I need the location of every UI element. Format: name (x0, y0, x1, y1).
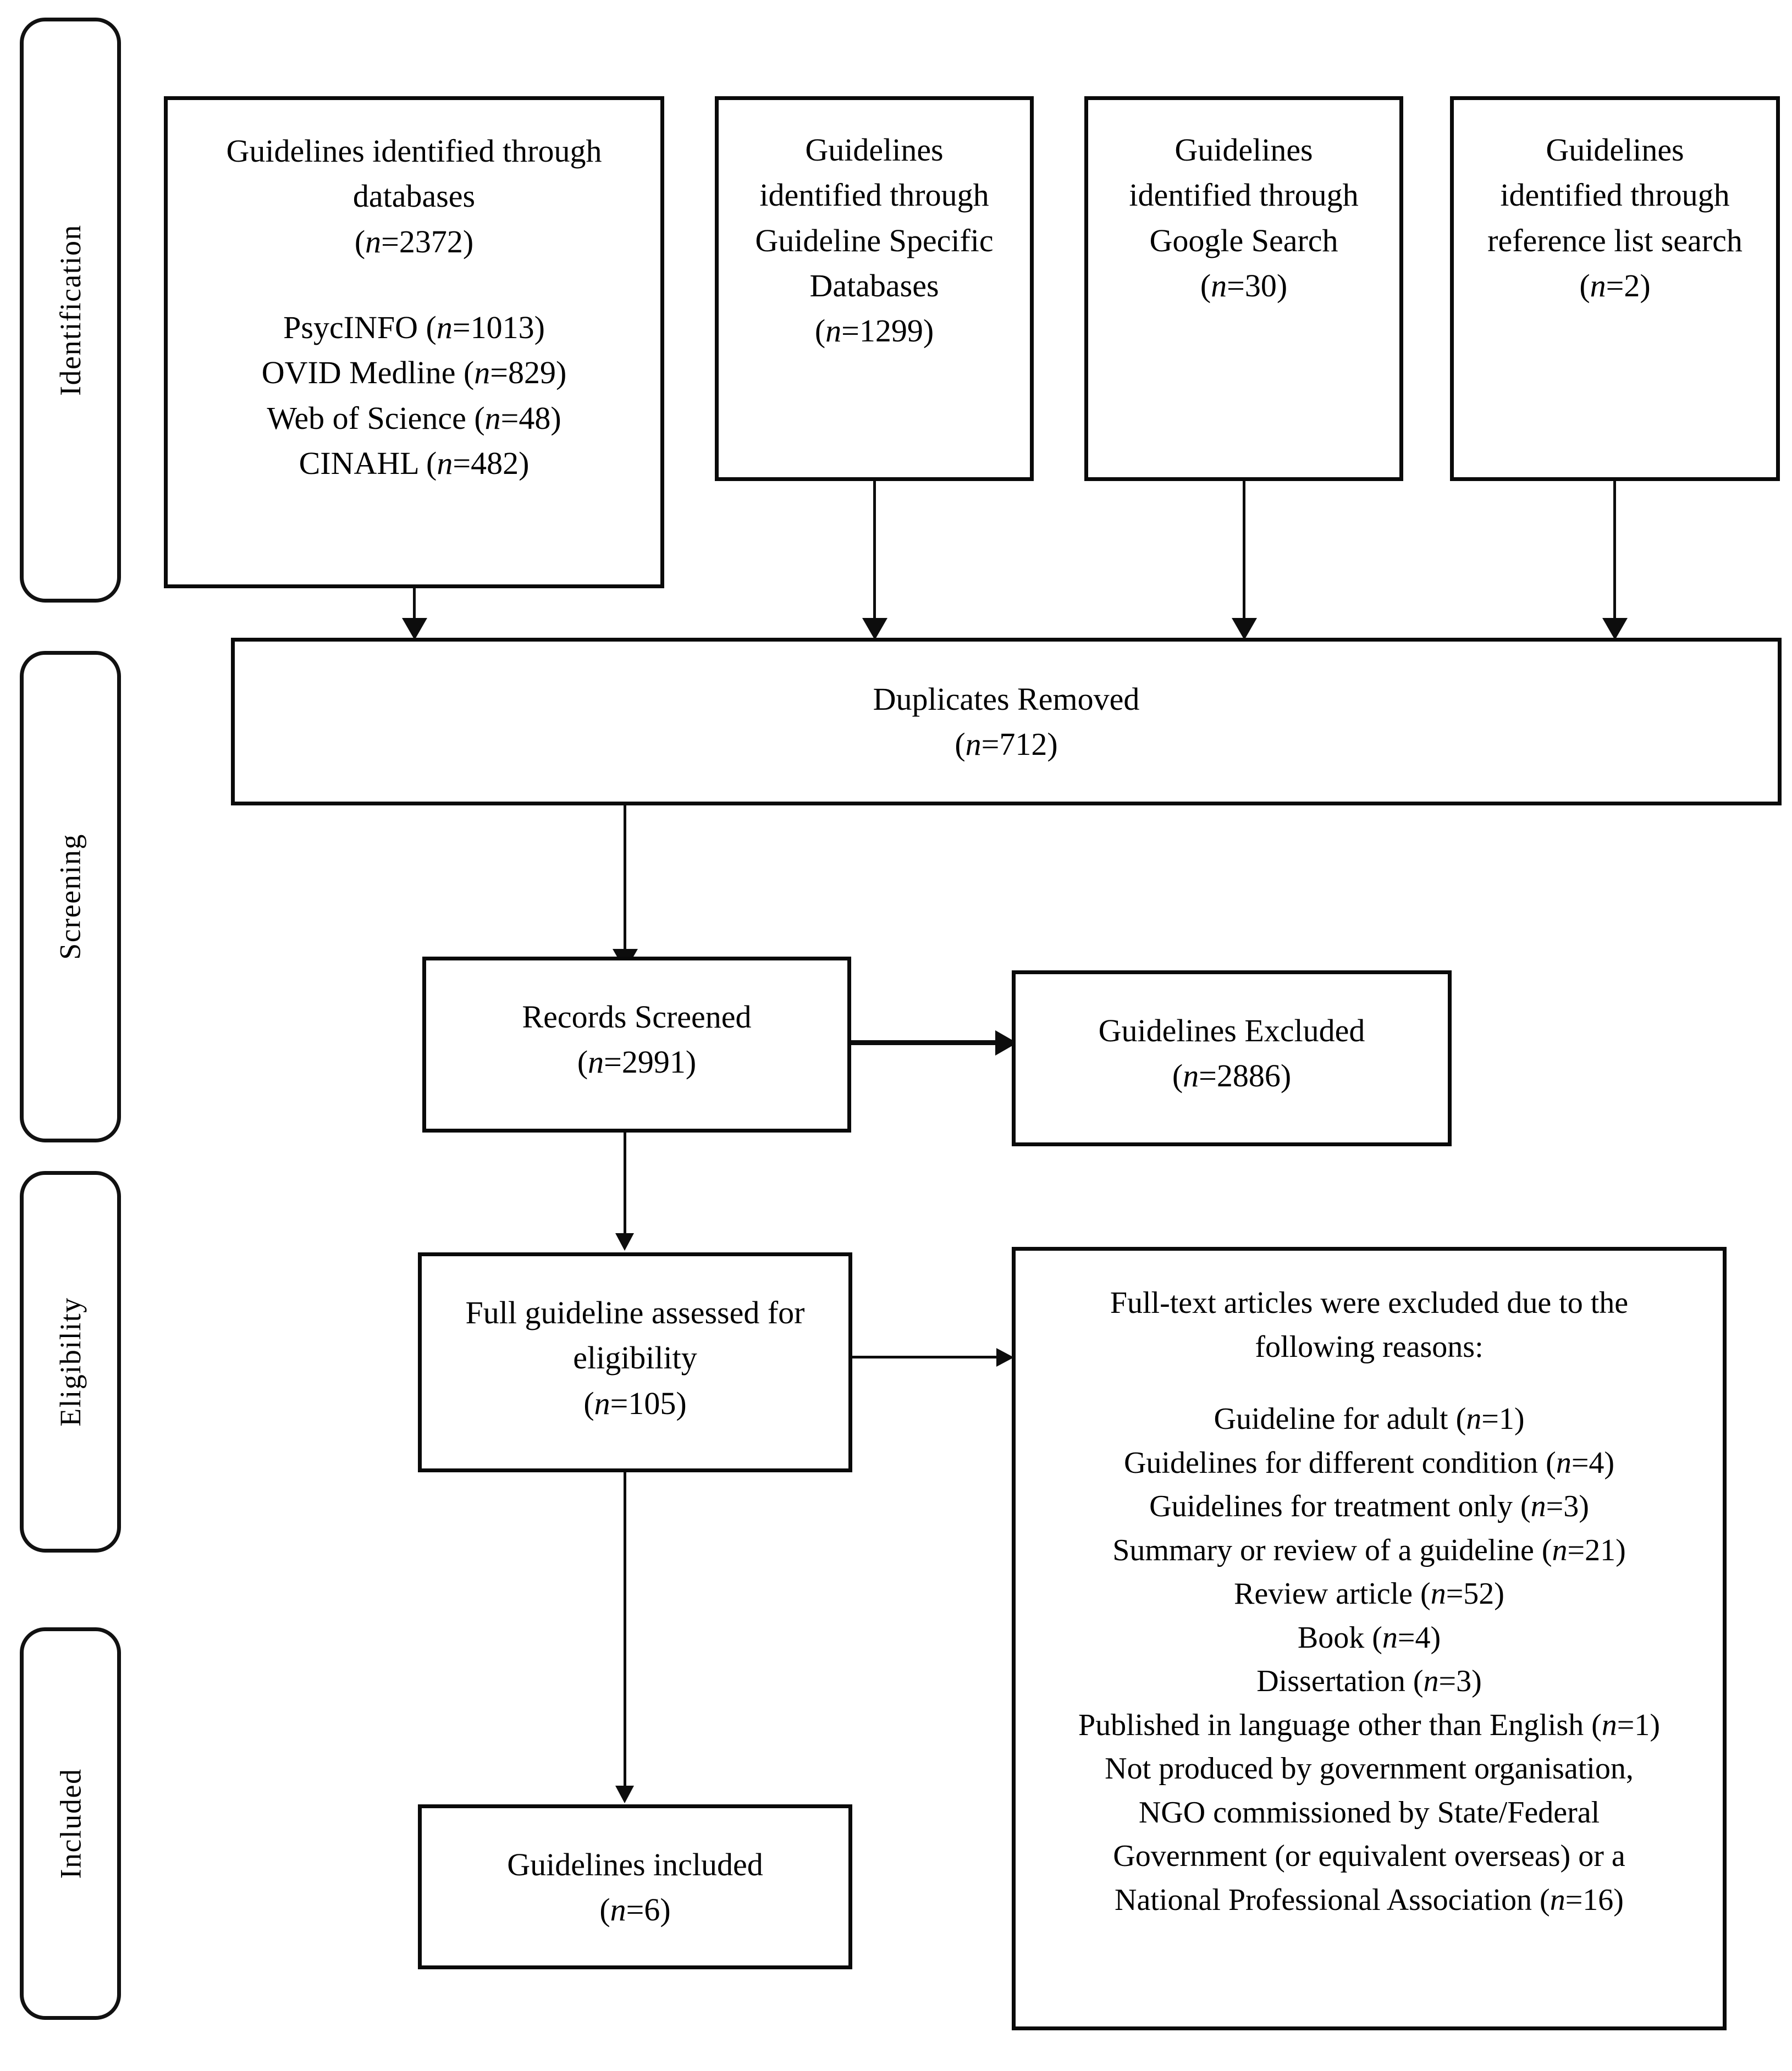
stage-pill-included: Included (20, 1627, 121, 2020)
source-ovid-medline: OVID Medline (n=829) (261, 355, 567, 391)
stage-label-identification: Identification (54, 224, 87, 396)
arrow-eligibility-to-reasons (996, 1348, 1014, 1367)
full-guideline-line-2: eligibility (573, 1340, 697, 1376)
stage-pill-eligibility: Eligibility (20, 1171, 121, 1553)
databases-line-1: Guidelines identified through (226, 133, 602, 169)
box-exclusion-reasons: Full-text articles were excluded due to … (1012, 1247, 1727, 2030)
box-guideline-specific-databases: Guidelines identified through Guideline … (715, 96, 1034, 481)
duplicates-count: (n=712) (955, 726, 1058, 763)
exclusion-reason-last-line-1: Not produced by government organisation, (1105, 1752, 1634, 1786)
google-line-3: Google Search (1149, 222, 1338, 258)
full-guideline-line-1: Full guideline assessed for (465, 1295, 805, 1330)
arrow-eligibility-to-included (615, 1786, 634, 1803)
connector-records-to-excluded (851, 1040, 1000, 1045)
connector-gsd-to-duplicates (873, 481, 876, 626)
exclusion-reason-item: Guidelines for treatment only (n=3) (1149, 1489, 1589, 1524)
connector-google-to-duplicates (1243, 481, 1245, 626)
box-databases-identified: Guidelines identified through databases … (164, 96, 664, 588)
exclusion-reason-last-line-4: National Professional Association (n=16) (1115, 1882, 1624, 1917)
exclusion-reason-item: Guidelines for different condition (n=4) (1123, 1445, 1615, 1480)
records-screened-count: (n=2991) (577, 1044, 697, 1080)
connector-reference-to-duplicates (1613, 481, 1616, 626)
gsd-count: (n=1299) (814, 313, 934, 349)
arrow-records-to-eligibility (615, 1233, 634, 1251)
exclusion-reason-item: Review article (n=52) (1234, 1577, 1504, 1611)
gsd-line-2: identified through (759, 177, 989, 213)
box-full-guideline-eligibility: Full guideline assessed for eligibility … (418, 1252, 852, 1472)
duplicates-title: Duplicates Removed (873, 681, 1140, 717)
box-reference-list-search: Guidelines identified through reference … (1450, 96, 1780, 481)
box-records-screened: Records Screened (n=2991) (422, 957, 851, 1133)
databases-line-2: databases (352, 178, 476, 214)
arrow-google-to-duplicates (1232, 618, 1257, 640)
stage-label-included: Included (54, 1768, 87, 1879)
source-psycinfo: PsycINFO (n=1013) (283, 310, 545, 346)
exclusion-reason-item: Summary or review of a guideline (n=21) (1112, 1533, 1626, 1567)
stage-pill-identification: Identification (20, 18, 121, 603)
source-cinahl: CINAHL (n=482) (299, 445, 530, 482)
arrow-databases-to-duplicates (402, 618, 427, 640)
databases-total-count: (n=2372) (354, 223, 474, 259)
guidelines-included-count: (n=6) (599, 1892, 671, 1928)
exclusion-reason-item: Book (n=4) (1297, 1620, 1441, 1655)
arrow-gsd-to-duplicates (862, 618, 887, 640)
reference-line-3: reference list search (1487, 222, 1743, 258)
guidelines-included-title: Guidelines included (507, 1847, 763, 1882)
exclusion-reason-item: Dissertation (n=3) (1256, 1664, 1482, 1699)
gsd-line-1: Guidelines (805, 132, 944, 168)
google-count: (n=30) (1200, 268, 1288, 304)
connector-records-to-eligibility (624, 1133, 626, 1242)
box-guidelines-included: Guidelines included (n=6) (418, 1804, 852, 1969)
records-screened-title: Records Screened (522, 999, 752, 1035)
stage-label-eligibility: Eligibility (54, 1297, 87, 1427)
full-guideline-count: (n=105) (583, 1385, 687, 1421)
reference-count: (n=2) (1579, 268, 1651, 304)
reference-line-2: identified through (1500, 177, 1730, 213)
connector-databases-to-duplicates (413, 588, 416, 626)
gsd-line-3: Guideline Specific (755, 222, 994, 258)
guidelines-excluded-title: Guidelines Excluded (1098, 1013, 1365, 1048)
exclusion-reason-last-line-2: NGO commissioned by State/Federal (1138, 1795, 1600, 1830)
exclusion-heading-line-1: Full-text articles were excluded due to … (1110, 1286, 1629, 1320)
guidelines-excluded-count: (n=2886) (1172, 1058, 1292, 1094)
connector-eligibility-to-included (624, 1472, 626, 1794)
google-line-2: identified through (1129, 177, 1359, 213)
exclusion-reason-item: Published in language other than English… (1078, 1708, 1661, 1742)
stage-pill-screening: Screening (20, 651, 121, 1142)
box-google-search: Guidelines identified through Google Sea… (1084, 96, 1403, 481)
reference-line-1: Guidelines (1546, 132, 1684, 168)
google-line-1: Guidelines (1175, 132, 1313, 168)
box-duplicates-removed: Duplicates Removed (n=712) (231, 638, 1782, 805)
connector-eligibility-to-reasons (852, 1356, 1002, 1358)
exclusion-reason-item: Guideline for adult (n=1) (1214, 1402, 1525, 1437)
gsd-line-4: Databases (809, 268, 939, 304)
stage-label-screening: Screening (54, 833, 87, 960)
exclusion-heading-line-2: following reasons: (1255, 1329, 1484, 1364)
arrow-reference-to-duplicates (1602, 618, 1628, 640)
source-web-of-science: Web of Science (n=48) (267, 400, 561, 436)
connector-duplicates-to-records (624, 805, 626, 957)
exclusion-reason-last-line-3: Government (or equivalent overseas) or a (1113, 1839, 1625, 1874)
box-guidelines-excluded: Guidelines Excluded (n=2886) (1012, 970, 1452, 1146)
